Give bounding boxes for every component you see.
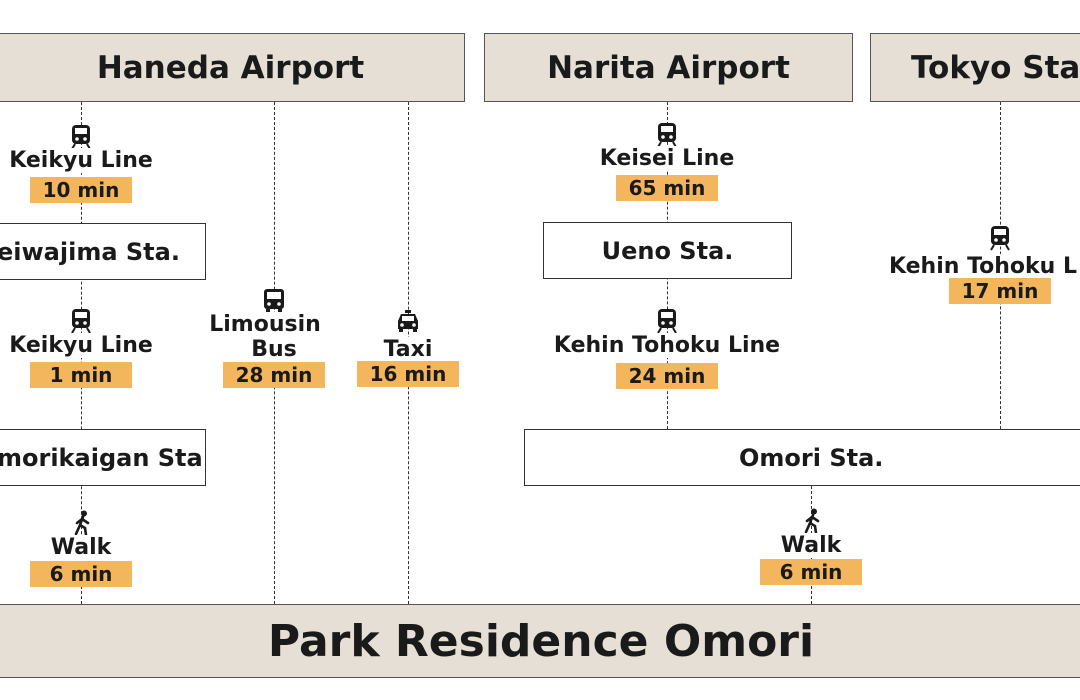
limousin-bus-time: 28 min (223, 362, 325, 388)
haneda-walk-label: Walk (50, 535, 112, 560)
tokyo-kehin-label: Kehin Tohoku L (888, 254, 1078, 279)
station-omori: Omori Sta. (524, 429, 1080, 486)
tokyo-kehin-time: 17 min (949, 278, 1051, 304)
origin-tokyo-label: Tokyo Sta (911, 49, 1080, 86)
destination-label: Park Residence Omori (267, 615, 815, 667)
station-ueno-label: Ueno Sta. (601, 236, 734, 265)
train-icon (69, 308, 93, 334)
bus-icon (262, 288, 286, 314)
origin-narita-label: Narita Airport (547, 49, 790, 86)
haneda-keikyu-2-label: Keikyu Line (9, 333, 153, 358)
limousin-bus-label-line1: Limousin (209, 312, 321, 337)
narita-keisei-label: Keisei Line (599, 146, 735, 171)
station-heiwajima: eiwajima Sta. (0, 223, 206, 280)
station-omorikaigan: morikaigan Sta. (0, 429, 206, 486)
station-heiwajima-label: eiwajima Sta. (0, 237, 180, 266)
narita-kehin-time: 24 min (616, 363, 718, 389)
origin-narita-airport: Narita Airport (484, 33, 853, 102)
walker-icon (800, 508, 824, 534)
taxi-label: Taxi (383, 337, 433, 362)
origin-tokyo-station: Tokyo Sta (870, 33, 1080, 102)
origin-haneda-airport: Haneda Airport (0, 33, 465, 102)
narita-keisei-time: 65 min (616, 175, 718, 201)
taxi-icon (396, 308, 420, 334)
train-icon (69, 124, 93, 150)
walker-icon (70, 510, 94, 536)
station-omorikaigan-label: morikaigan Sta. (0, 443, 206, 472)
train-icon (655, 308, 679, 334)
station-omori-label: Omori Sta. (739, 443, 884, 472)
train-icon (655, 122, 679, 148)
haneda-keikyu-1-label: Keikyu Line (9, 148, 153, 173)
omori-walk-label: Walk (780, 533, 842, 558)
narita-kehin-label: Kehin Tohoku Line (553, 333, 781, 358)
limousin-bus-label-line2: Bus (251, 337, 297, 362)
omori-walk-time: 6 min (760, 559, 862, 585)
haneda-walk-time: 6 min (30, 561, 132, 587)
station-ueno: Ueno Sta. (543, 222, 792, 279)
haneda-keikyu-2-time: 1 min (30, 362, 132, 388)
destination-banner: Park Residence Omori (0, 604, 1080, 678)
taxi-time: 16 min (357, 361, 459, 387)
train-icon (988, 225, 1012, 251)
origin-haneda-label: Haneda Airport (96, 49, 365, 86)
haneda-keikyu-1-time: 10 min (30, 177, 132, 203)
